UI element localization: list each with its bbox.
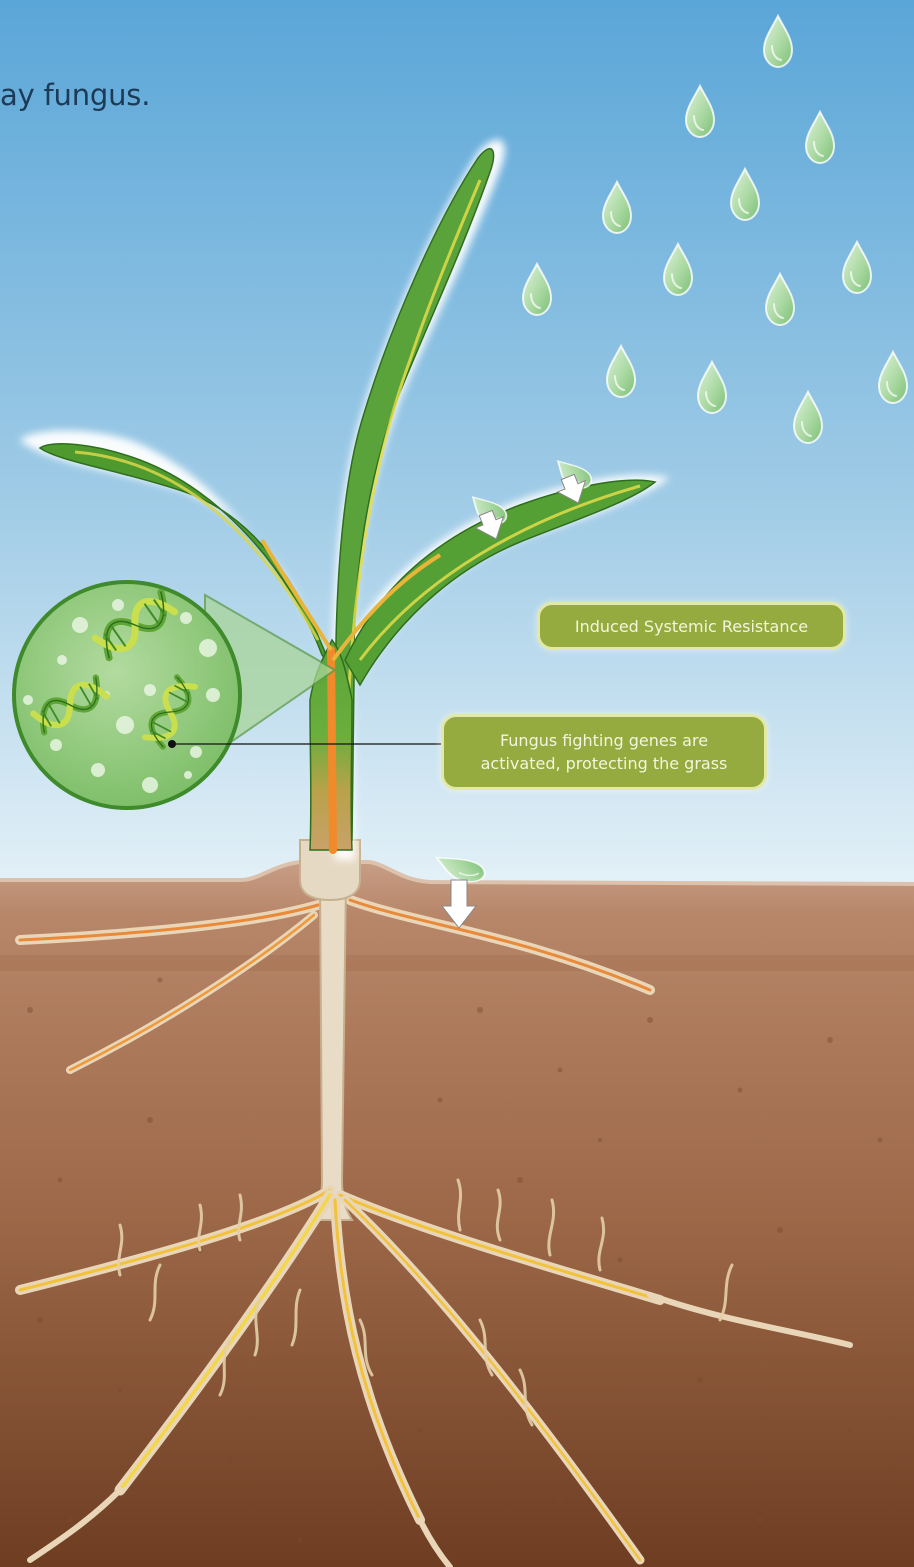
fungus-genes-text-line2: activated, protecting the grass [481, 752, 728, 775]
headline-text: ay fungus. [0, 78, 150, 112]
induced-systemic-resistance-label: Induced Systemic Resistance [537, 602, 846, 650]
fungus-genes-text-line1: Fungus fighting genes are [500, 729, 708, 752]
fungus-genes-label: Fungus fighting genes are activated, pro… [441, 714, 767, 790]
induced-systemic-resistance-text: Induced Systemic Resistance [575, 615, 808, 638]
